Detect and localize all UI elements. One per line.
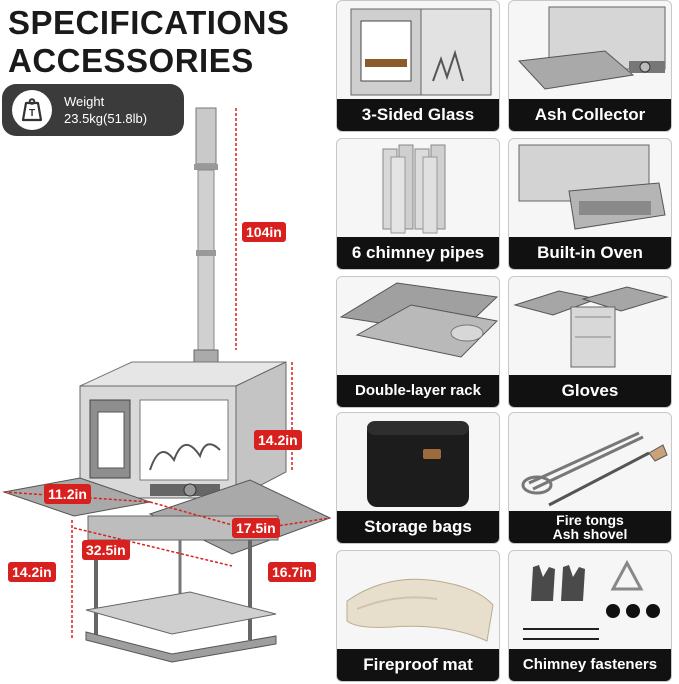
tile-storage-bags: Storage bags [336, 412, 500, 544]
tile-chimney-fasteners: Chimney fasteners [508, 550, 672, 682]
ash-collector-image [517, 6, 666, 90]
fire-tongs-image [521, 431, 668, 507]
double-layer-rack-image [339, 282, 499, 358]
weight-text: Weight 23.5kg(51.8lb) [64, 93, 147, 127]
built-in-oven-image [518, 144, 666, 230]
caption-built-in-oven: Built-in Oven [509, 237, 671, 269]
fireproof-mat-image [346, 578, 494, 642]
caption-ash-shovel: Ash shovel [552, 526, 628, 542]
tile-gloves: Gloves [508, 276, 672, 408]
rack-stand-image [513, 286, 669, 368]
caption-gloves: Gloves [509, 375, 671, 407]
chimney-fasteners-image [523, 559, 660, 640]
dim-depth: 11.2in [44, 484, 91, 504]
stove-illustration: 104in 14.2in 11.2in 17.5in 32.5in 16.7in… [0, 100, 340, 684]
caption-chimney-pipes: 6 chimney pipes [337, 237, 499, 269]
glass-stove-image [350, 8, 492, 96]
caption-fireproof-mat: Fireproof mat [337, 649, 499, 681]
caption-fire-tongs-ash-shovel: Fire tongs Ash shovel [509, 511, 671, 543]
caption-three-sided-glass: 3-Sided Glass [337, 99, 499, 131]
stove-drawing [2, 107, 332, 663]
chimney-pipes-image [382, 144, 446, 234]
tile-fireproof-mat: Fireproof mat [336, 550, 500, 682]
tile-chimney-pipes: 6 chimney pipes [336, 138, 500, 270]
dim-width: 17.5in [232, 518, 280, 538]
dim-total-width: 32.5in [82, 540, 130, 560]
page-title: SPECIFICATIONS ACCESSORIES [8, 4, 308, 80]
weight-label: Weight [64, 94, 105, 109]
weight-icon: T [12, 90, 52, 130]
weight-badge: T Weight 23.5kg(51.8lb) [2, 84, 184, 136]
dim-chimney-height: 104in [242, 222, 286, 242]
caption-chimney-fasteners: Chimney fasteners [509, 649, 671, 681]
title-line-accessories: ACCESSORIES [8, 42, 254, 79]
tile-fire-tongs-ash-shovel: Fire tongs Ash shovel [508, 412, 672, 544]
dim-stove-height: 14.2in [254, 430, 302, 450]
dim-leg-height: 14.2in [8, 562, 56, 582]
tile-three-sided-glass: 3-Sided Glass [336, 0, 500, 132]
caption-double-layer-rack: Double-layer rack [337, 375, 499, 407]
tile-built-in-oven: Built-in Oven [508, 138, 672, 270]
caption-fire-tongs: Fire tongs [556, 512, 624, 528]
dim-shelf-depth: 16.7in [268, 562, 316, 582]
storage-bag-image [367, 421, 469, 507]
caption-storage-bags: Storage bags [337, 511, 499, 543]
caption-ash-collector: Ash Collector [509, 99, 671, 131]
weight-value: 23.5kg(51.8lb) [64, 111, 148, 126]
tile-ash-collector: Ash Collector [508, 0, 672, 132]
tile-double-layer-rack: Double-layer rack [336, 276, 500, 408]
title-line-specifications: SPECIFICATIONS [8, 4, 290, 41]
svg-text:T: T [29, 108, 35, 119]
